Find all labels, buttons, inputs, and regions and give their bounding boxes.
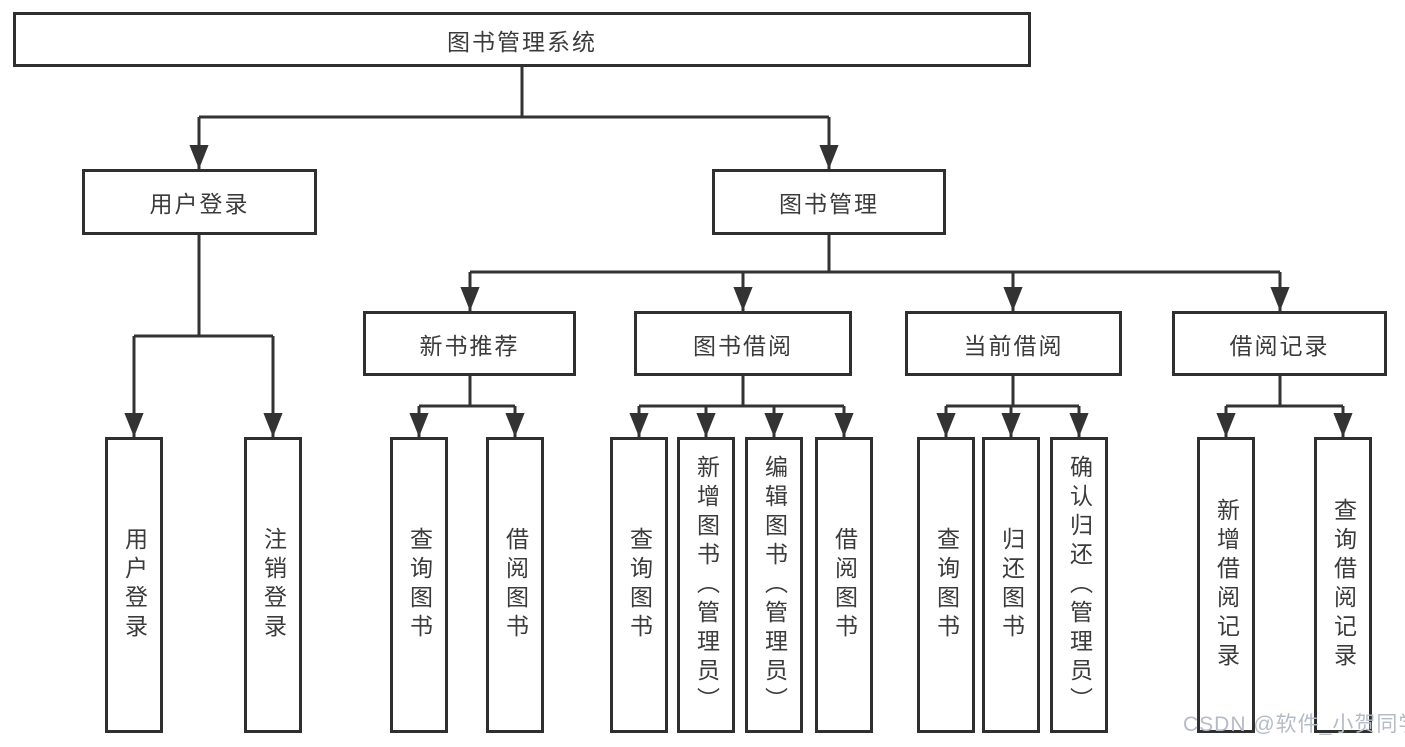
leaf-current-return-books: 归还图书 (982, 437, 1040, 733)
edge-root-split (199, 67, 829, 119)
edge-borrow-split (639, 376, 844, 408)
node-label: 图书管理 (779, 191, 879, 217)
leaf-user-login: 用户登录 (105, 437, 163, 733)
leaf-newrec-query-books: 查询图书 (390, 437, 448, 733)
node-book-management: 图书管理 (712, 169, 946, 235)
leaf-current-query-books: 查询图书 (917, 437, 975, 733)
node-new-book-recommendation: 新书推荐 (363, 311, 576, 376)
node-current-borrowing: 当前借阅 (905, 311, 1122, 376)
leaf-label: 新增借阅记录 (1213, 498, 1240, 672)
edge-records-split (1226, 376, 1343, 408)
leaf-label: 用户登录 (121, 527, 148, 643)
edge-book-mgmt-split (470, 235, 1280, 274)
leaf-current-confirm-return-admin: 确认归还（管理员） (1050, 437, 1108, 733)
leaf-borrow-query-books: 查询图书 (610, 437, 668, 733)
node-label: 图书借阅 (693, 332, 793, 359)
leaf-label: 查询图书 (933, 527, 960, 643)
node-label: 借阅记录 (1229, 332, 1330, 359)
edge-new-rec-split (419, 376, 515, 408)
node-borrowing-records: 借阅记录 (1172, 311, 1387, 376)
edge-arrows (124, 117, 1353, 437)
leaf-logout: 注销登录 (244, 437, 302, 733)
leaf-label: 查询图书 (626, 527, 653, 643)
node-label: 图书管理系统 (447, 28, 597, 55)
leaf-label: 注销登录 (260, 527, 287, 643)
node-user-login: 用户登录 (82, 169, 317, 235)
leaf-borrow-borrow-books: 借阅图书 (815, 437, 873, 733)
node-label: 当前借阅 (963, 332, 1064, 359)
node-label: 用户登录 (149, 191, 250, 217)
leaf-borrow-add-books-admin: 新增图书（管理员） (677, 437, 735, 733)
leaf-records-query-record: 查询借阅记录 (1314, 437, 1372, 733)
leaf-label: 归还图书 (998, 527, 1025, 643)
node-label: 新书推荐 (419, 332, 520, 359)
leaf-label: 借阅图书 (502, 527, 529, 643)
leaf-records-add-record: 新增借阅记录 (1197, 437, 1255, 733)
leaf-borrow-edit-books-admin: 编辑图书（管理员） (745, 437, 803, 733)
leaf-label: 借阅图书 (831, 527, 858, 643)
node-library-management-system: 图书管理系统 (13, 12, 1031, 67)
leaf-label: 查询图书 (406, 527, 433, 643)
leaf-label: 查询借阅记录 (1330, 498, 1357, 672)
leaf-label: 编辑图书（管理员） (761, 454, 788, 716)
leaf-label: 新增图书（管理员） (693, 454, 720, 716)
edge-user-login-split (134, 235, 273, 338)
node-book-borrowing: 图书借阅 (634, 311, 852, 376)
edge-current-split (946, 376, 1079, 408)
watermark-csdn: CSDN @软件_小贺同学 (1183, 713, 1405, 736)
leaf-label: 确认归还（管理员） (1066, 454, 1093, 716)
leaf-newrec-borrow-books: 借阅图书 (486, 437, 544, 733)
